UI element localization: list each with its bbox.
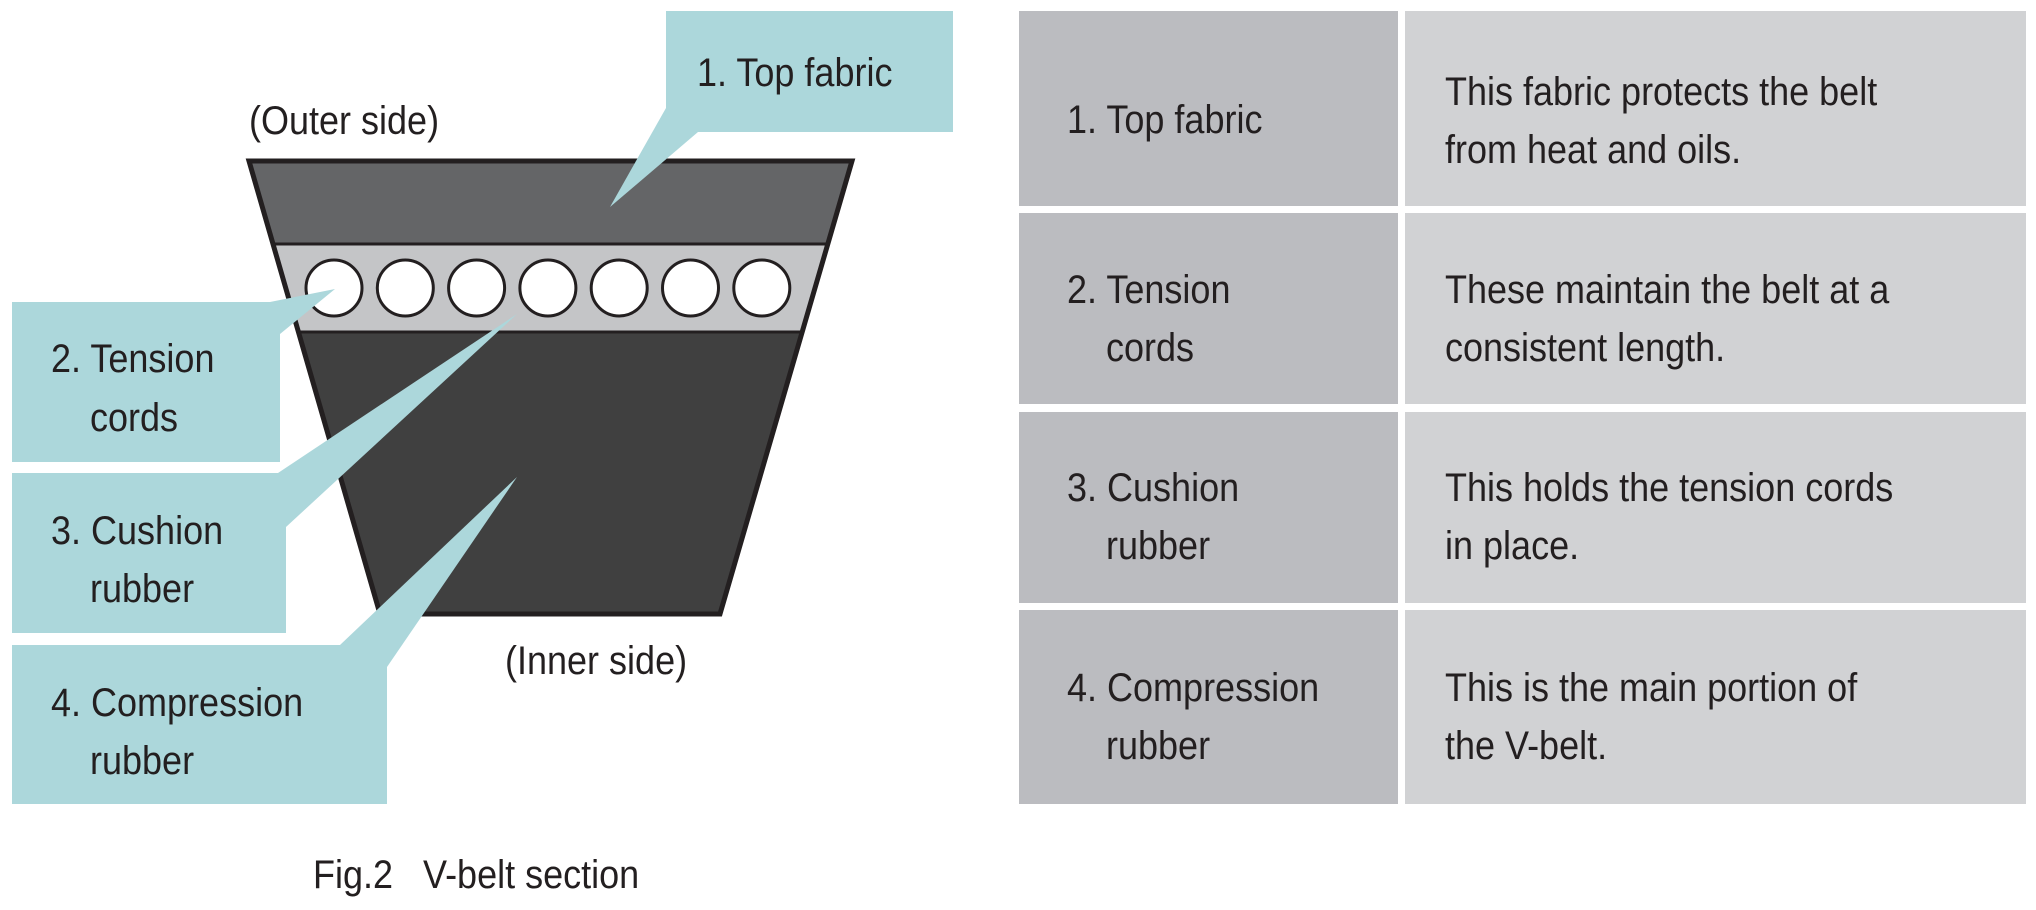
table-row-2-description-cell [1405, 213, 2026, 404]
table-row-1-description-line2: from heat and oils. [1445, 128, 1742, 172]
callout-top-fabric [666, 11, 953, 132]
table-row-3-label: 3. Cushion [1067, 468, 1239, 508]
table-row-3-label-cell [1019, 412, 1398, 603]
top-fabric-layer [249, 161, 852, 244]
tension-cord [732, 258, 792, 318]
table-row-4-label-line2: rubber [1106, 724, 1211, 768]
callout-compression-rubber-label: 4. Compression [51, 683, 303, 723]
callout-text: Cushion [91, 509, 224, 553]
table-row-4-description-line1: This is the main portion of [1445, 666, 1858, 710]
table-row-1-label: 1. Top fabric [1067, 100, 1262, 140]
label-number: 4. [1067, 666, 1098, 710]
tension-cord [375, 258, 435, 318]
v-belt-diagram [245, 108, 856, 667]
callout-cushion-rubber-label-line2: rubber [90, 567, 195, 611]
callout-tension-cords-label: 2. Tension [51, 339, 214, 379]
table-row-4-label-cell [1019, 610, 1398, 804]
label-text: Tension [1106, 268, 1231, 312]
table-row-3-description-line1: This holds the tension cords [1445, 466, 1894, 510]
label-text: Compression [1107, 666, 1320, 710]
table-row-4-label: 4. Compression [1067, 668, 1319, 708]
callout-number: 2. [51, 337, 82, 381]
table-row-2-label-cell [1019, 213, 1398, 404]
label-text: Top fabric [1106, 98, 1263, 142]
label-text: Cushion [1107, 466, 1240, 510]
callout-top-fabric-label: 1. Top fabric [697, 53, 892, 93]
callout-number: 4. [51, 681, 82, 725]
table-row-3-label-line2: rubber [1106, 524, 1211, 568]
table-row-1-description-line1: This fabric protects the belt [1445, 70, 1878, 114]
callout-tension-cords-label-line2: cords [90, 396, 179, 440]
table-row-2-description-line2: consistent length. [1445, 326, 1726, 370]
table-row-1-description-cell [1405, 11, 2026, 206]
callout-cushion-rubber-label: 3. Cushion [51, 511, 223, 551]
tension-cord [589, 258, 649, 318]
callout-number: 1. [697, 51, 728, 95]
table-row-3-description-cell [1405, 412, 2026, 603]
table-row-3-description-line2: in place. [1445, 524, 1580, 568]
tension-cords [304, 258, 792, 318]
label-number: 2. [1067, 268, 1098, 312]
tension-cord [304, 258, 364, 318]
table-row-2-label-line2: cords [1106, 326, 1195, 370]
outer-side-label: (Outer side) [249, 99, 440, 143]
tension-cord [447, 258, 507, 318]
inner-side-label: (Inner side) [505, 639, 688, 683]
table-row-4-description-line2: the V-belt. [1445, 724, 1608, 768]
callout-text: Compression [91, 681, 304, 725]
callout-number: 3. [51, 509, 82, 553]
table-row-2-description-line1: These maintain the belt at a [1445, 268, 1890, 312]
table-row-4-description-cell [1405, 610, 2026, 804]
callout-tail-compression-rubber [340, 477, 517, 667]
callout-tail-cushion-rubber [278, 314, 517, 527]
figure-caption: Fig.2 V-belt section [313, 853, 640, 897]
callout-tension-cords [12, 302, 280, 462]
table-row-1-label-cell [1019, 11, 1398, 206]
callout-cushion-rubber [12, 473, 286, 633]
callout-text: Top fabric [736, 51, 893, 95]
callout-tail-top-fabric [610, 108, 698, 207]
label-number: 1. [1067, 98, 1098, 142]
callout-compression-rubber [12, 645, 387, 804]
table-row-2-label: 2. Tension [1067, 270, 1230, 310]
tension-cord [518, 258, 578, 318]
callout-tail-tension-cords [270, 289, 335, 334]
tension-cord [661, 258, 720, 318]
label-number: 3. [1067, 466, 1098, 510]
callout-text: Tension [90, 337, 215, 381]
callout-compression-rubber-label-line2: rubber [90, 739, 195, 783]
